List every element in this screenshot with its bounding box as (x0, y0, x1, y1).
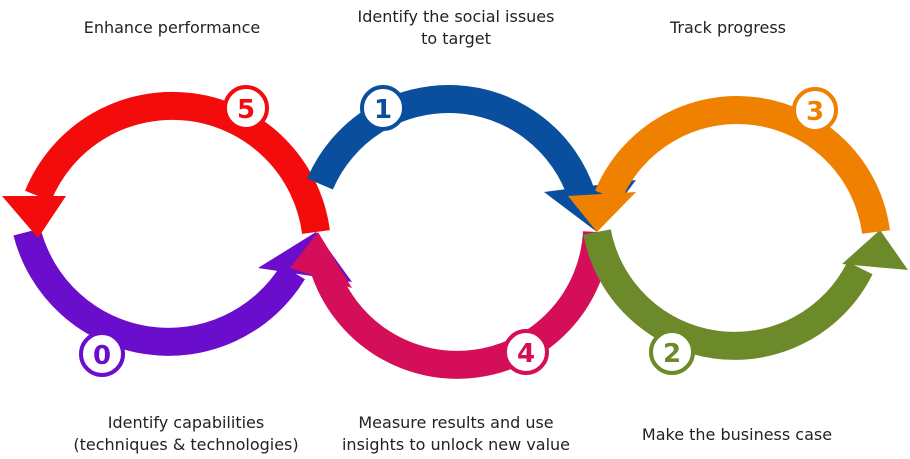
arc-step-0 (13, 228, 352, 356)
badge-step-2: 2 (649, 329, 695, 375)
caption-step-4: Measure results and use insights to unlo… (321, 412, 591, 456)
caption-line: (techniques & technologies) (73, 435, 299, 454)
caption-step-0: Identify capabilities (techniques & tech… (56, 412, 316, 456)
badge-number: 2 (663, 339, 681, 369)
arc-step-2 (583, 229, 908, 360)
caption-line: Track progress (669, 18, 787, 37)
caption-line: Identify capabilities (107, 413, 265, 432)
badge-number: 4 (517, 339, 535, 369)
badge-step-5: 5 (223, 85, 269, 131)
badge-step-3: 3 (792, 87, 838, 133)
arc-step-3 (568, 96, 890, 234)
arc-step-4 (290, 231, 611, 379)
badge-step-0: 0 (79, 331, 125, 377)
caption-step-2: Make the business case (627, 424, 847, 446)
badge-step-4: 4 (503, 329, 549, 375)
caption-line: Enhance performance (83, 18, 261, 37)
caption-line: insights to unlock new value (341, 435, 571, 454)
caption-line: Identify the social issues (357, 7, 555, 26)
caption-line: Measure results and use (358, 413, 554, 432)
badge-step-1: 1 (360, 85, 406, 131)
badge-number: 1 (374, 95, 392, 125)
arc-step-5 (2, 91, 330, 238)
caption-step-1: Identify the social issues to target (336, 6, 576, 50)
caption-line: Make the business case (641, 425, 833, 444)
badge-number: 3 (806, 97, 824, 127)
caption-line: to target (421, 29, 491, 48)
badge-number: 5 (237, 95, 255, 125)
badge-number: 0 (93, 341, 111, 371)
caption-step-3: Track progress (638, 17, 818, 39)
caption-step-5: Enhance performance (72, 17, 272, 39)
